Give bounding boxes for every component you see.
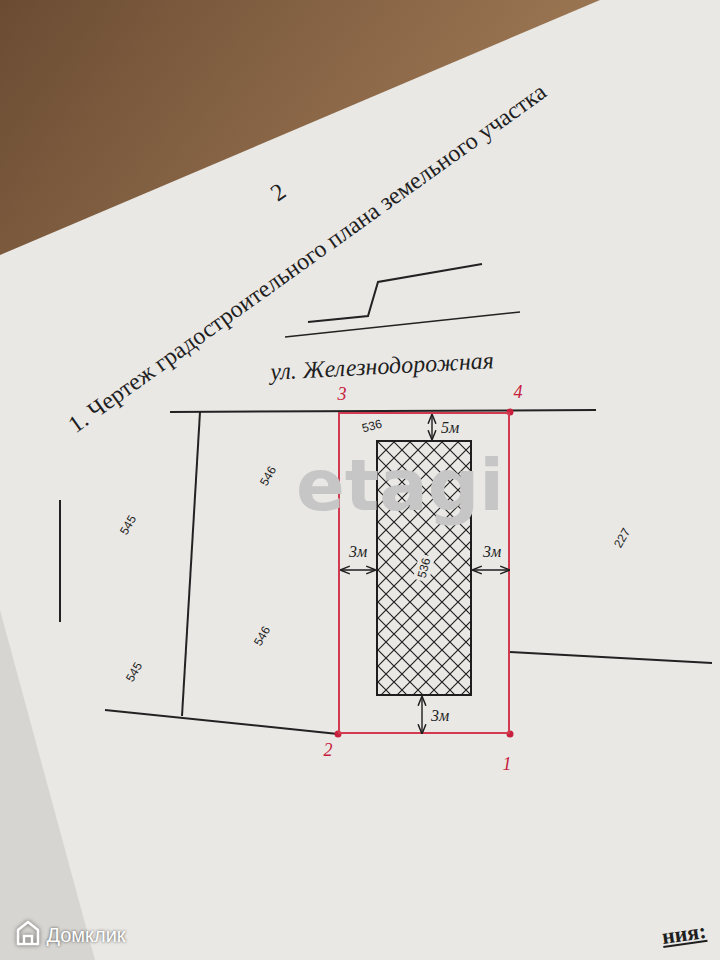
dimension: 5м: [441, 420, 459, 436]
dimension: 3м: [483, 544, 501, 560]
dimension-line: [431, 415, 432, 439]
corner-number: 4: [514, 383, 523, 401]
corner-number: 3: [338, 385, 347, 403]
corner-number: 1: [503, 755, 512, 773]
house-icon: [18, 922, 38, 944]
dimension: 3м: [431, 708, 449, 724]
plot-boundary: [510, 652, 712, 663]
dimension: 3м: [349, 544, 367, 560]
watermark: etagi: [296, 449, 504, 521]
lower-sheet-edge: [0, 610, 95, 960]
watermark-icon: [18, 922, 38, 944]
corner-point: [507, 731, 514, 738]
plot-boundary: [182, 412, 200, 716]
area-number: 536: [361, 418, 383, 435]
house-icon: [24, 936, 32, 944]
dimension-line: [341, 569, 375, 570]
road-symbol: [285, 312, 520, 337]
corner-number: 2: [324, 741, 333, 759]
plot-boundary: [59, 500, 61, 622]
road-symbol: [308, 264, 482, 322]
dimension-line: [473, 569, 509, 570]
watermark: Домклик: [46, 925, 125, 945]
dimension-line: [421, 697, 422, 733]
plot-boundary: [105, 710, 338, 734]
